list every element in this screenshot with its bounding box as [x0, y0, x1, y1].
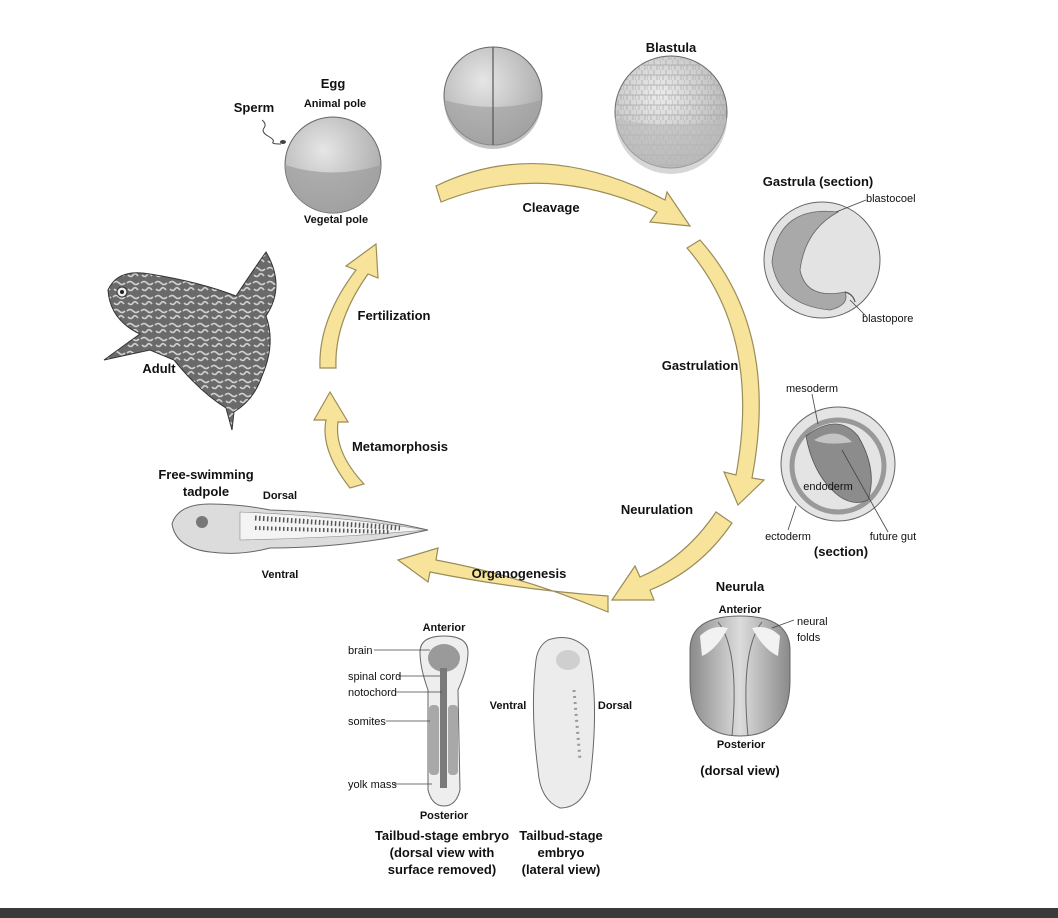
label-neural-folds-2: folds	[797, 632, 821, 644]
metamorphosis-arrow	[312, 390, 366, 489]
label-neurula-posterior: Posterior	[717, 739, 766, 751]
sperm-icon	[261, 119, 286, 145]
label-blastopore: blastopore	[862, 313, 913, 325]
caption-tailbud-dorsal-3: surface removed)	[388, 862, 496, 877]
label-tadpole-1: Free-swimming	[158, 467, 253, 482]
label-section: (section)	[814, 544, 868, 559]
label-gastrula: Gastrula (section)	[763, 174, 874, 189]
caption-tailbud-lateral-2: embryo	[538, 845, 585, 860]
label-neurulation: Neurulation	[621, 502, 693, 517]
fertilization-arrow	[319, 242, 379, 369]
label-ectoderm: ectoderm	[765, 531, 811, 543]
label-tailbud-posterior: Posterior	[420, 810, 469, 822]
label-fertilization: Fertilization	[358, 308, 431, 323]
label-neurula: Neurula	[716, 579, 765, 594]
label-tailbud-anterior: Anterior	[423, 622, 467, 634]
neurula-illustration	[689, 615, 791, 737]
gastrula-section-illustration	[763, 201, 881, 319]
label-organogenesis: Organogenesis	[472, 566, 567, 581]
label-tadpole-ventral: Ventral	[262, 569, 299, 581]
label-gastrulation: Gastrulation	[662, 358, 739, 373]
caption-tailbud-lateral-3: (lateral view)	[522, 862, 601, 877]
label-cleavage: Cleavage	[522, 200, 579, 215]
neurulation-arrow	[610, 511, 733, 601]
label-sperm: Sperm	[234, 100, 274, 115]
label-brain: brain	[348, 645, 372, 657]
caption-tailbud-dorsal-1: Tailbud-stage embryo	[375, 828, 509, 843]
label-somites: somites	[348, 716, 386, 728]
label-tadpole-2: tadpole	[183, 484, 229, 499]
label-lateral-dorsal: Dorsal	[598, 700, 632, 712]
label-spinal-cord: spinal cord	[348, 671, 401, 683]
gastrulation-arrow	[686, 239, 766, 507]
label-future-gut: future gut	[870, 531, 916, 543]
tadpole-illustration	[171, 503, 429, 554]
blastula-illustration	[614, 55, 728, 174]
label-animal-pole: Animal pole	[304, 98, 366, 110]
label-mesoderm: mesoderm	[786, 383, 838, 395]
label-yolk-mass: yolk mass	[348, 779, 397, 791]
label-notochord: notochord	[348, 687, 397, 699]
tailbud-dorsal-illustration	[419, 635, 469, 807]
two-cell-embryo-illustration	[443, 46, 543, 149]
tailbud-lateral-illustration	[532, 637, 596, 809]
label-tadpole-dorsal: Dorsal	[263, 490, 297, 502]
label-neurula-anterior: Anterior	[719, 604, 763, 616]
caption-tailbud-dorsal-2: (dorsal view with	[390, 845, 495, 860]
adult-frog-illustration	[103, 251, 277, 431]
bottom-bar	[0, 908, 1058, 918]
label-egg: Egg	[321, 76, 346, 91]
label-dorsal-view: (dorsal view)	[700, 763, 779, 778]
gastrula-late-section-illustration	[780, 406, 896, 522]
label-adult: Adult	[142, 361, 176, 376]
label-endoderm: endoderm	[803, 481, 853, 493]
cleavage-arrow	[435, 162, 692, 227]
egg-illustration	[284, 116, 382, 214]
label-lateral-ventral: Ventral	[490, 700, 527, 712]
label-vegetal-pole: Vegetal pole	[304, 214, 368, 226]
label-metamorphosis: Metamorphosis	[352, 439, 448, 454]
label-blastula: Blastula	[646, 40, 697, 55]
caption-tailbud-lateral-1: Tailbud-stage	[519, 828, 603, 843]
label-neural-folds-1: neural	[797, 616, 828, 628]
label-blastocoel: blastocoel	[866, 193, 916, 205]
organogenesis-arrow	[396, 547, 609, 613]
